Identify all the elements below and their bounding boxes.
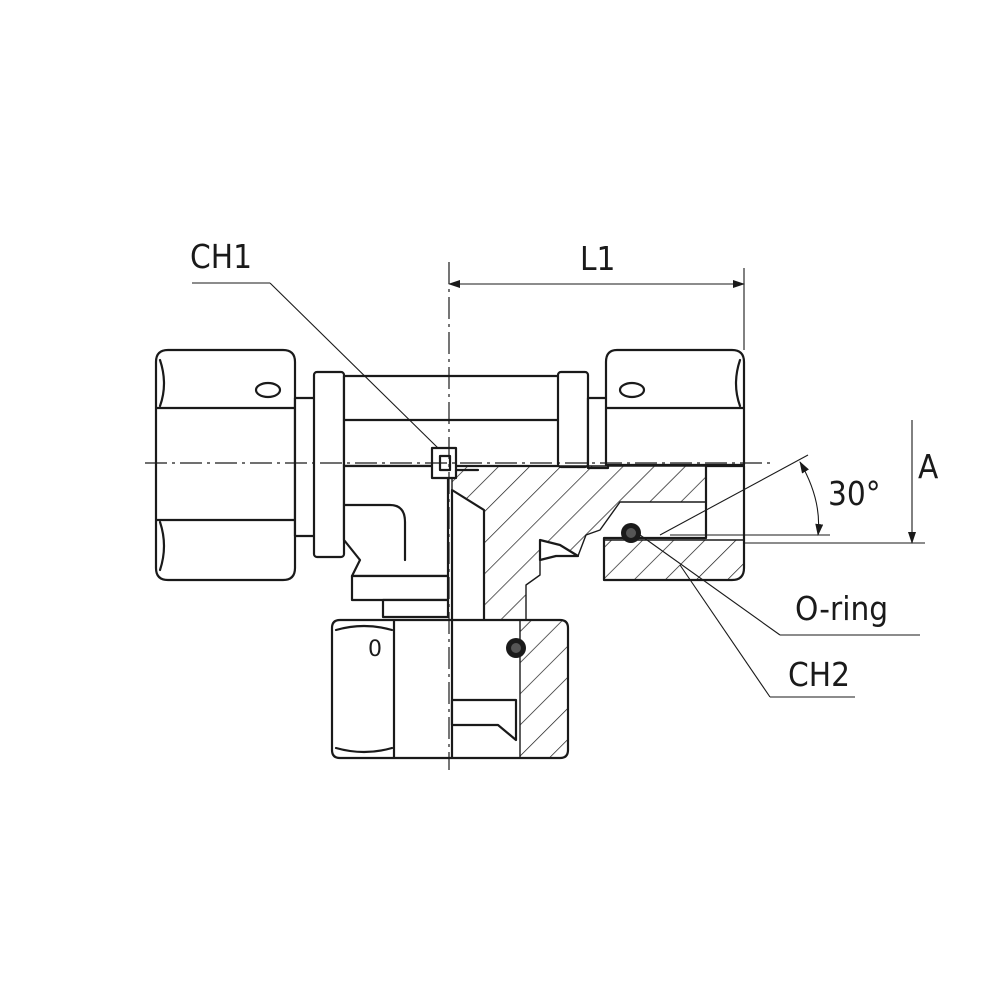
ch1-label: CH1 (190, 237, 252, 276)
right-nut-hole (618, 381, 646, 399)
left-collar (312, 370, 346, 559)
angle-label: 30° (828, 474, 881, 513)
oring-callout: O-ring (639, 534, 920, 636)
tee-body-exterior (342, 374, 562, 619)
dimension-l1: L1 (448, 239, 745, 350)
oring-label: O-ring (795, 589, 888, 628)
bottom-nut: 0 (330, 618, 570, 760)
left-neck (293, 396, 317, 538)
ch2-callout: CH2 (679, 564, 855, 698)
a-label: A (918, 447, 939, 486)
ch2-label: CH2 (788, 655, 850, 694)
l1-label: L1 (580, 239, 615, 278)
dimension-a: A (744, 420, 939, 544)
ch1-callout: CH1 (190, 237, 439, 449)
left-nut-hole (254, 381, 282, 399)
left-nut (154, 348, 297, 582)
right-collar (556, 370, 590, 469)
angle-30: 30° (659, 454, 881, 536)
bottom-nut-mark: 0 (368, 637, 382, 662)
right-nut (602, 348, 746, 582)
